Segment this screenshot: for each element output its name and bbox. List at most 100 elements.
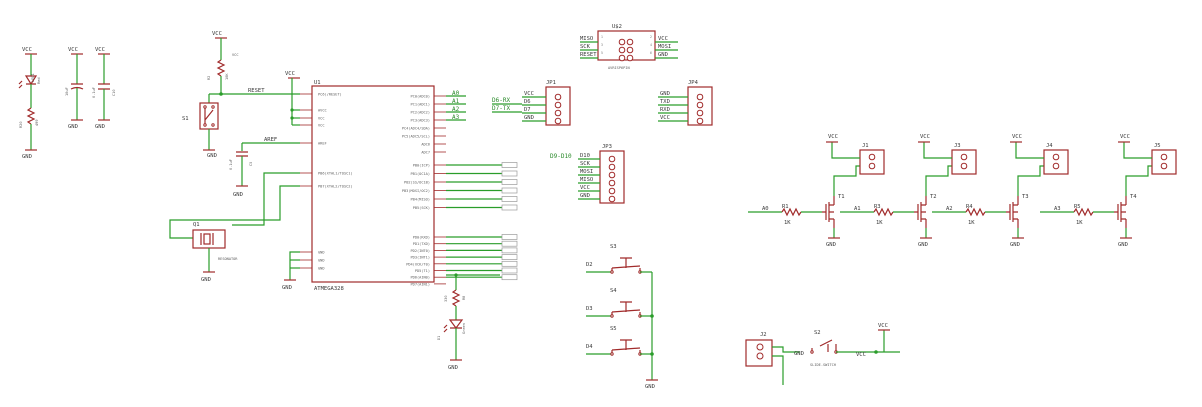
mosfet-symbol [1114,196,1127,228]
mcu-right-pin-label: PB2(SS/OC1B) [404,181,430,185]
icsp-pin-6: 6 [650,51,652,55]
vcc-label: VCC [828,134,838,140]
resonator-ref: Q1 [193,222,200,228]
d1-type: Green [462,323,466,334]
vcc-label: VCC [1012,134,1022,140]
mcu-atmega328: U1 ATMEGA328 PC6(/RESET)AVCCVCCVCCAREFPB… [169,80,518,292]
jp4-header: JP4 GND TXD RXD VCC [658,80,713,126]
jp3-pin-1: SCK [580,161,591,167]
jp4-pin-2: RXD [660,107,670,113]
icsp-pin-1: 1 [601,35,603,39]
header-pin [618,38,626,46]
mcu-right-pin-label: PD5(T1) [415,269,430,273]
button-ref: S4 [610,288,617,294]
icsp-left-2: RESET [580,52,597,58]
resistor-symbol [873,207,894,217]
icsp-pin-5: 5 [601,51,603,55]
header-pin [554,109,562,117]
button-net: D3 [586,306,593,312]
header-box [1151,149,1177,175]
header-pin [696,117,704,125]
mcu-right-pin-label: PC3(ADC3) [411,119,430,123]
net-label-pad [501,179,518,185]
driver-net: A3 [1054,206,1061,212]
mcu-left-pin-label: PB7(XTAL2/TOSC2) [318,185,353,189]
jp3-pin-4: VCC [580,185,590,191]
driver-net: A1 [854,206,861,212]
pushbutton-symbol [611,339,641,354]
net-label-pad [501,234,518,240]
gnd-label: GND [233,192,243,198]
resistor-symbol [1073,207,1094,217]
mcu-left-pin-label: GND [318,267,325,271]
gnd-label: GND [22,154,32,160]
jp4-pin-0: GND [660,91,670,97]
vcc-label: VCC [920,134,930,140]
mcu-right-pin-label: PD4(XCK/T0) [406,262,430,266]
header-ref: J3 [954,143,961,149]
mcu-right-pin-label: PD1(TXD) [413,242,430,246]
mcu-right-pin-label: PC0(ADC0) [411,95,430,99]
reset-circuit: VCC R2 10K VCC RESET S1 GND AREF 0.1uF C… [182,31,300,198]
net-label-pad [501,204,518,211]
mcu-left-pin-label: VCC [318,124,325,128]
cap-c-ref: C10 [112,90,116,97]
vcc-label: VCC [68,47,78,53]
mcu-right-pin-label: PB0(ICP) [413,164,430,168]
jp4-ref: JP4 [688,80,699,86]
icsp-left-0: MISO [580,36,593,42]
mcu-right-pin-label: PD2(INT0) [411,249,430,253]
resonator-label: RESONATOR [218,257,238,261]
mcu-ref: U1 [314,80,321,86]
jp1-pin-2: D7 [524,107,531,113]
jack-ref: J2 [760,332,767,338]
gnd-label: GND [1010,242,1020,248]
net-label-pad [501,247,518,254]
header-pin [608,155,616,163]
header-box [859,149,885,175]
resistor-value: 1K [1076,220,1083,226]
net-a2: A2 [452,106,460,113]
cap-b-value: 0.1uF [92,87,96,98]
jp1-header: JP1 VCC D6 D7 GND D6-RX D7-TX [492,80,571,126]
gnd-label: GND [918,242,928,248]
mcu-right-pin-label: PC5(ADC5/SCL) [402,135,430,139]
net-label-pad [501,187,518,194]
mcu-left-pin-label: AREF [318,142,327,146]
r20-ref: R20 [19,122,23,129]
cap-a-value: 10uF [65,87,69,96]
resistor-value: 1K [784,220,791,226]
button-ref: S3 [610,244,617,250]
net-label-pad [501,162,518,168]
header-pin [554,117,562,125]
header-pin [626,46,634,54]
jp1-pin-0: VCC [524,91,534,97]
icsp-left-1: SCK [580,44,591,50]
led1-type: Red [37,78,41,85]
jp1-pin-1: D6 [524,99,531,105]
r2-value: 10K [225,73,229,80]
jp3-pin-0: D10 [580,153,590,159]
header-pin [696,109,704,117]
gnd-label: GND [282,285,292,291]
net-label-pad [501,240,518,247]
vcc-label: VCC [212,31,222,37]
power-led-section: VCC LED1 Red R20 499 GND [18,47,41,160]
gnd-label: GND [95,124,105,130]
resistor-ref: R5 [1074,204,1081,210]
button-ref: S5 [610,326,617,332]
transistor-ref: T1 [838,194,845,200]
aref-net-label: AREF [264,137,277,143]
mcu-part: ATMEGA328 [314,286,344,292]
resistor-symbol [781,207,802,217]
reset-net-label: RESET [248,88,265,94]
header-pin [554,101,562,109]
mcu-right-pin-label: PD3(INT1) [411,256,430,260]
icsp-label: AVRISP6PIN [608,66,630,70]
net-label-pad [501,267,518,274]
gnd-label: GND [645,384,655,390]
